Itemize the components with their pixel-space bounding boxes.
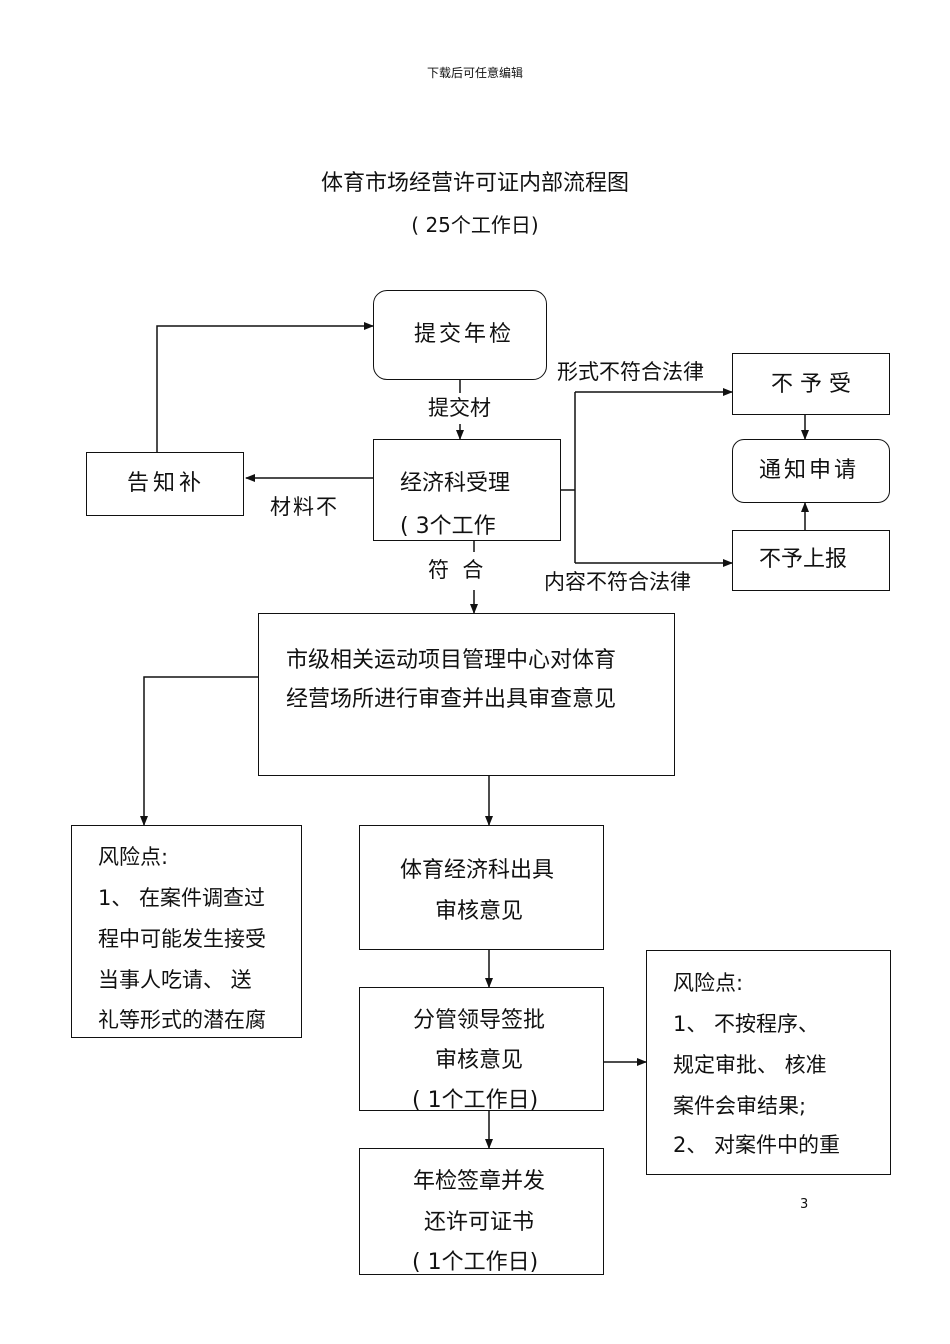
label-submit-material: 提交材	[428, 396, 491, 420]
risk-1-line: 当事人吃请、 送	[98, 968, 252, 992]
risk-1-line: 程中可能发生接受	[98, 927, 266, 951]
node-sign: 分管领导签批 审核意见 ( 1个工作日)	[359, 987, 604, 1111]
node-notify-supplement: 告知补	[86, 452, 244, 516]
node-notify-applicant: 通知申请	[732, 439, 890, 503]
node-review-line2: 经营场所进行审查并出具审查意见	[286, 687, 617, 712]
risk-box-2: 风险点: 1、 不按程序、 规定审批、 核准 案件会审结果; 2、 对案件中的重	[646, 950, 891, 1175]
node-sign-days: ( 1个工作日)	[412, 1088, 539, 1111]
node-not-report: 不予上报	[732, 530, 890, 591]
node-accept-label: 经济科受理	[400, 471, 511, 496]
node-notify-applicant-label: 通知申请	[759, 458, 860, 483]
node-sign-line2: 审核意见	[435, 1048, 524, 1073]
node-sign-line1: 分管领导签批	[413, 1008, 546, 1033]
node-accept: 经济科受理 ( 3个工作	[373, 439, 561, 541]
risk-2-line: 规定审批、 核准	[673, 1053, 827, 1077]
node-review-line1: 市级相关运动项目管理中心对体育	[286, 648, 617, 673]
risk-1-line: 礼等形式的潜在腐	[98, 1008, 266, 1032]
label-content-mismatch: 内容不符合法律	[544, 570, 691, 594]
node-not-accept-label: 不 予 受	[771, 372, 851, 397]
risk-box-1: 风险点: 1、 在案件调查过 程中可能发生接受 当事人吃请、 送 礼等形式的潜在…	[71, 825, 302, 1038]
arrow-supplement-to-submit	[156, 322, 374, 452]
risk-2-line: 2、 对案件中的重	[673, 1133, 841, 1157]
label-form-mismatch: 形式不符合法律	[557, 360, 704, 384]
page-header: 下载后可任意编辑	[426, 66, 523, 80]
risk-1-title: 风险点:	[98, 845, 169, 869]
node-seal-days: ( 1个工作日)	[412, 1250, 539, 1275]
node-not-accept: 不 予 受	[732, 353, 890, 415]
node-notify-supplement-label: 告知补	[127, 471, 206, 496]
page-subtitle: ( 25个工作日)	[411, 213, 539, 237]
node-seal-line2: 还许可证书	[424, 1210, 535, 1235]
node-issue-line2: 审核意见	[435, 899, 524, 924]
arrow-review-to-risk1	[140, 676, 258, 826]
risk-2-title: 风险点:	[673, 971, 744, 995]
node-submit: 提交年检	[373, 290, 547, 380]
node-accept-days: ( 3个工作	[400, 514, 496, 539]
node-seal-line1: 年检签章并发	[413, 1169, 546, 1194]
node-submit-label: 提交年检	[414, 322, 515, 347]
risk-2-line: 案件会审结果;	[673, 1094, 807, 1118]
label-material-missing: 材料不	[270, 495, 339, 519]
node-not-report-label: 不予上报	[759, 547, 848, 572]
page-title: 体育市场经营许可证内部流程图	[320, 171, 629, 196]
risk-1-line: 1、 在案件调查过	[98, 886, 266, 910]
page-number: 3	[800, 1197, 809, 1212]
node-seal: 年检签章并发 还许可证书 ( 1个工作日)	[359, 1148, 604, 1275]
label-conform: 符 合	[428, 558, 484, 582]
node-issue-line1: 体育经济科出具	[400, 858, 555, 883]
node-issue: 体育经济科出具 审核意见	[359, 825, 604, 950]
risk-2-line: 1、 不按程序、	[673, 1012, 820, 1036]
node-review: 市级相关运动项目管理中心对体育 经营场所进行审查并出具审查意见	[258, 613, 675, 776]
